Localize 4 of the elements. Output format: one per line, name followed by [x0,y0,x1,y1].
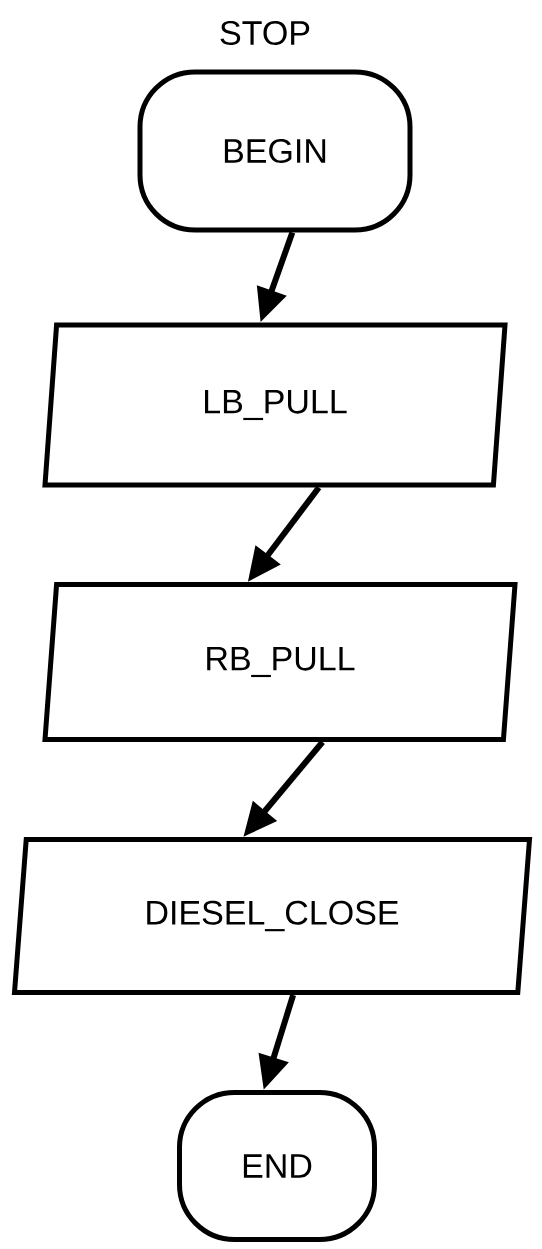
input-parallelogram: LB_PULL [42,322,508,488]
terminal-box: END [177,1090,377,1242]
input-parallelogram: RB_PULL [42,582,518,742]
terminal-box: BEGIN [137,69,413,233]
